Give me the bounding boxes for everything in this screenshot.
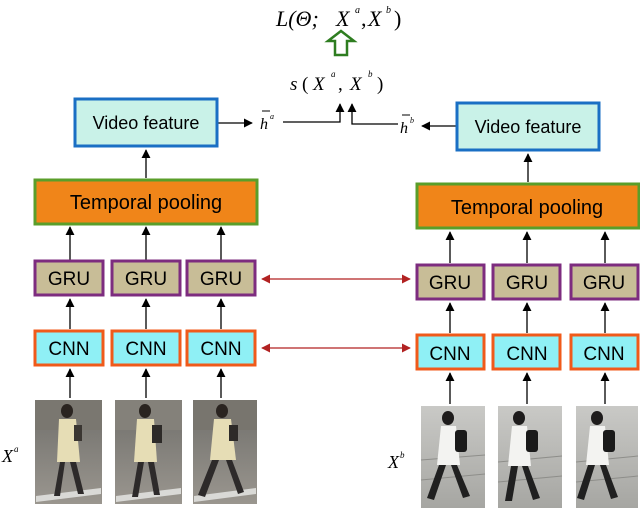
gru-label-b-2: GRU: [506, 273, 548, 294]
ha-sup: a: [270, 112, 274, 121]
gru-box-a-3: [185, 259, 257, 297]
similarity-function: s ( X a , X b ): [290, 69, 383, 95]
input-label-b: X: [387, 452, 400, 472]
video-feature-box-a: [73, 97, 219, 148]
loss-suffix: ): [394, 6, 401, 31]
cnn-label-a-3: CNN: [200, 339, 241, 360]
cnn-label-b-1: CNN: [429, 344, 470, 365]
temporal-pooling-box-b: [415, 182, 640, 230]
gru-label-b-1: GRU: [429, 273, 471, 294]
cnn-box-b-3: [569, 333, 640, 371]
input-sup-a: a: [14, 444, 19, 454]
loss-comma: ,: [361, 6, 367, 31]
branch-a: Video feature Temporal pooling GRU GRU G…: [1, 97, 259, 466]
sim-s: s: [290, 74, 297, 95]
ha-to-similarity-arrow: [283, 103, 345, 123]
gru-box-b-1: [415, 263, 486, 301]
loss-prefix: L(Θ;: [275, 6, 319, 31]
hb-symbol: h: [400, 120, 408, 137]
input-label-a: X: [1, 446, 14, 466]
sim-xa: X: [312, 74, 326, 95]
loss-xb: X: [367, 6, 383, 31]
cnn-box-a-2: [110, 329, 182, 367]
sim-xb: X: [349, 74, 363, 95]
hb-to-similarity-arrow: [347, 103, 398, 125]
frame-b-1: [420, 406, 486, 508]
feature-hb: h b: [400, 114, 414, 137]
cnn-box-b-2: [491, 333, 562, 371]
branch-b: Video feature Temporal pooling GRU GRU G…: [387, 101, 640, 472]
cnn-box-b-1: [415, 333, 486, 371]
temporal-pooling-box-a: [33, 178, 259, 226]
gru-label-b-3: GRU: [583, 273, 625, 294]
gru-box-a-1: [33, 259, 105, 297]
sim-paren-close: ): [377, 74, 383, 95]
ha-symbol: h: [260, 116, 268, 133]
sim-xb-sup: b: [368, 69, 373, 79]
loss-up-arrow: [324, 29, 358, 57]
input-sup-b: b: [400, 450, 405, 460]
video-feature-box-b: [455, 101, 601, 152]
frame-a-1: [35, 400, 102, 504]
loss-function: L(Θ; X a , X b ): [275, 5, 401, 31]
frame-b-2: [497, 406, 563, 508]
frame-a-3: [193, 400, 257, 504]
cnn-label-a-2: CNN: [125, 339, 166, 360]
sim-comma: ,: [338, 74, 343, 95]
gru-label-a-1: GRU: [48, 269, 90, 290]
cnn-box-a-1: [33, 329, 105, 367]
cnn-box-a-3: [185, 329, 257, 367]
loss-xa-sup: a: [355, 5, 360, 16]
cnn-label-a-1: CNN: [48, 339, 89, 360]
video-feature-label-b: Video feature: [475, 117, 582, 137]
hb-sup: b: [410, 116, 414, 125]
gru-box-b-2: [491, 263, 562, 301]
gru-label-a-3: GRU: [200, 269, 242, 290]
frame-a-2: [115, 400, 182, 504]
cnn-label-b-3: CNN: [583, 344, 624, 365]
loss-xb-sup: b: [386, 5, 391, 16]
temporal-pooling-label-b: Temporal pooling: [451, 197, 603, 219]
sim-xa-sup: a: [331, 69, 336, 79]
frame-b-3: [575, 406, 639, 508]
loss-xa: X: [335, 6, 351, 31]
gru-label-a-2: GRU: [125, 269, 167, 290]
cnn-label-b-2: CNN: [506, 344, 547, 365]
gru-box-a-2: [110, 259, 182, 297]
feature-ha: h a: [260, 110, 274, 133]
sim-paren-open: (: [302, 74, 308, 95]
temporal-pooling-label-a: Temporal pooling: [70, 192, 222, 214]
video-feature-label-a: Video feature: [93, 113, 200, 133]
gru-box-b-3: [569, 263, 640, 301]
